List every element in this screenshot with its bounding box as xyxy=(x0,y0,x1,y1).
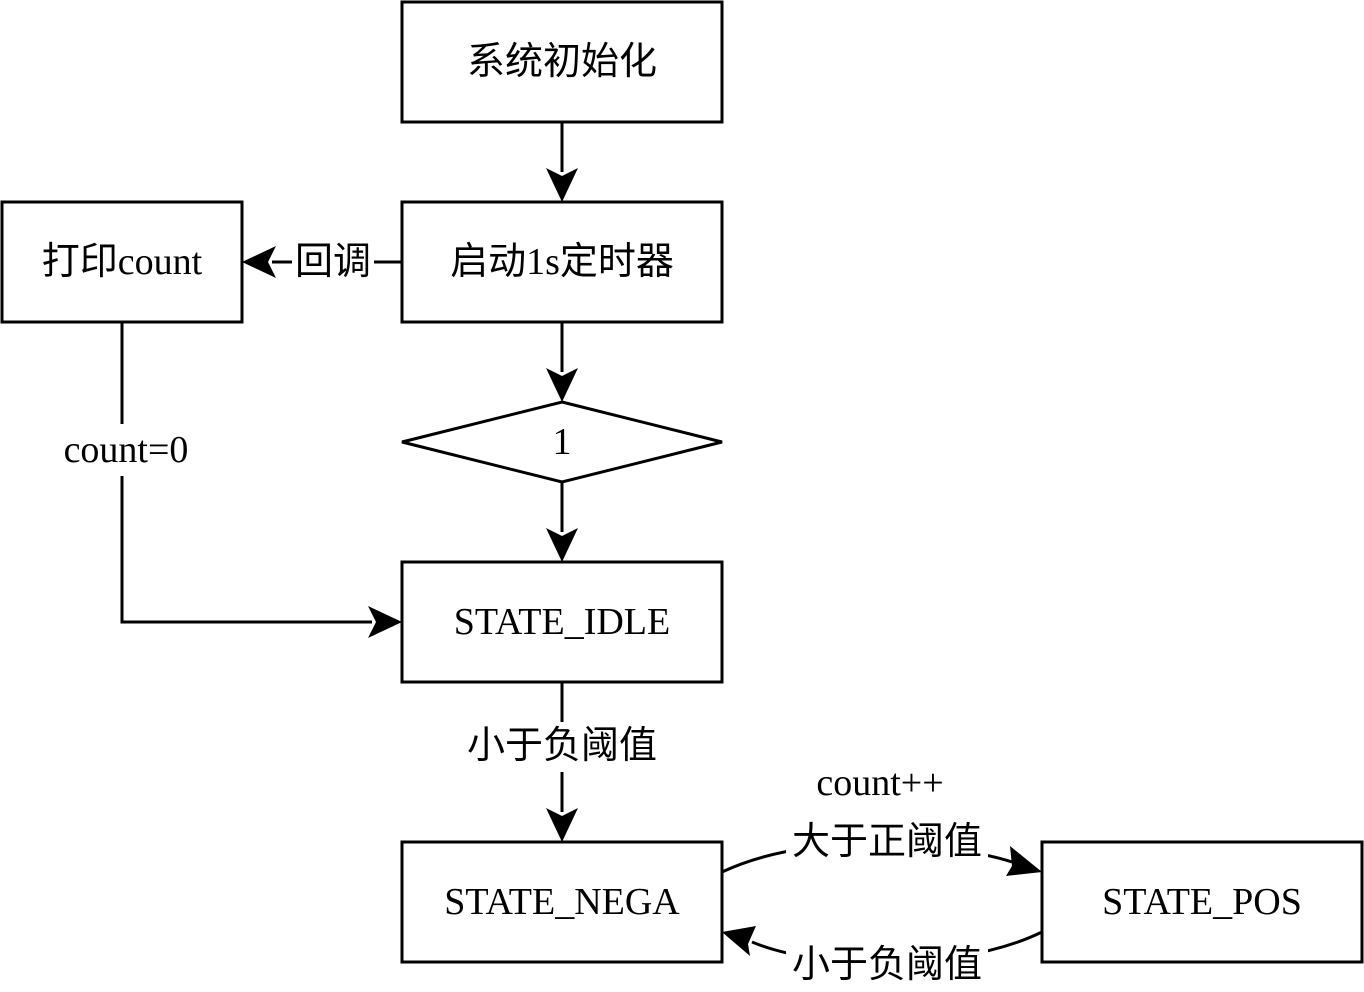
nodes xyxy=(0,0,1364,964)
node-state-pos-label: STATE_POS xyxy=(1102,881,1302,923)
edge-print-to-idle xyxy=(120,322,372,624)
node-init xyxy=(400,0,724,124)
node-state-nega-label: STATE_NEGA xyxy=(444,881,680,923)
arrowhead-idle-left xyxy=(368,606,402,638)
arrowhead-decision xyxy=(546,368,578,402)
node-print-count-label: 打印count xyxy=(42,241,203,283)
arrowhead-nega-right xyxy=(722,926,756,956)
idle-nega-label-bg xyxy=(460,722,664,772)
node-print-count xyxy=(0,200,244,324)
arrowhead-idle xyxy=(546,528,578,562)
arrowheads xyxy=(242,168,1042,956)
nega-pos-label-bg xyxy=(786,818,988,868)
nega-to-pos-action-label: count++ xyxy=(816,762,943,804)
idle-to-nega-label: 小于负阈值 xyxy=(467,725,657,767)
nega-to-pos-label: 大于正阈值 xyxy=(792,821,982,863)
arrowhead-nega xyxy=(546,808,578,842)
arrowhead-pos xyxy=(1006,846,1042,876)
node-state-idle-label: STATE_IDLE xyxy=(454,601,670,643)
node-state-pos xyxy=(1040,840,1364,964)
node-state-nega xyxy=(400,840,724,964)
pos-to-nega-label: 小于负阈值 xyxy=(792,944,982,986)
node-start-timer xyxy=(400,200,724,324)
node-start-timer-label: 启动1s定时器 xyxy=(450,241,674,283)
edge-labels: 回调 count=0 小于负阈值 count++ 大于正阈值 小于负阈值 xyxy=(64,241,982,986)
node-init-label: 系统初始化 xyxy=(467,41,657,83)
reset-count-label: count=0 xyxy=(64,429,189,471)
callback-label-bg xyxy=(292,240,374,284)
node-labels: 系统初始化 启动1s定时器 打印count 1 STATE_IDLE STATE… xyxy=(42,41,1302,923)
callback-label: 回调 xyxy=(295,241,371,283)
arrowhead-timer xyxy=(546,168,578,202)
pos-nega-label-bg xyxy=(786,940,988,990)
node-state-idle xyxy=(400,560,724,684)
arrowhead-print xyxy=(242,246,276,278)
reset-count-label-bg xyxy=(58,424,194,476)
node-decision-label: 1 xyxy=(553,421,572,463)
edge-label-backgrounds xyxy=(58,240,988,990)
node-decision xyxy=(401,400,723,484)
